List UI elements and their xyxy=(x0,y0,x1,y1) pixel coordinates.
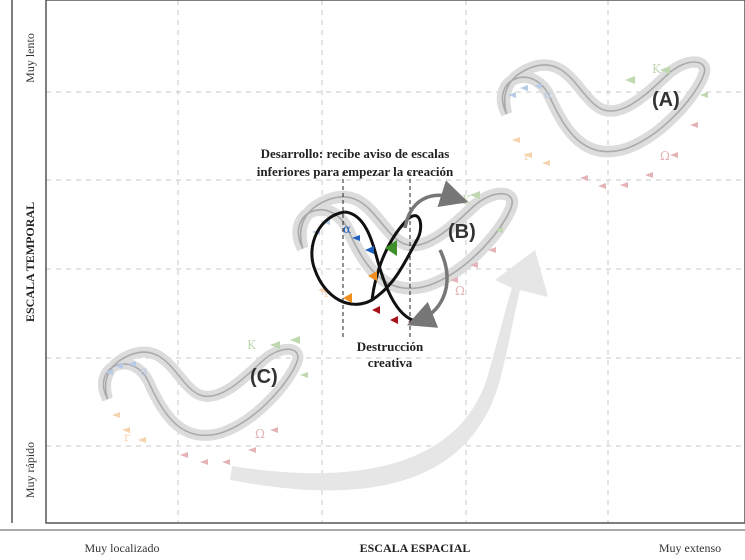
loop-c xyxy=(104,349,298,435)
development-label-line2: inferiores para empezar la creación xyxy=(257,164,454,179)
destruction-arrow xyxy=(407,249,449,328)
loop-c-label: (C) xyxy=(250,366,278,388)
loop-a-label: (A) xyxy=(652,89,680,111)
y-axis-top-label: Muy lento xyxy=(23,33,37,83)
loop-b-kappa-faded: K xyxy=(462,193,472,207)
loop-a-kappa: K xyxy=(652,62,662,76)
remember-arrow xyxy=(230,250,548,491)
loop-b-r-faded: r xyxy=(324,286,330,300)
destruction-label-line2: creativa xyxy=(368,355,413,370)
development-arrow xyxy=(403,180,469,229)
loop-a-omega: Ω xyxy=(660,149,670,163)
loop-b-label: (B) xyxy=(448,221,476,243)
loop-a-marks xyxy=(508,66,708,189)
loop-b-omega-faded: Ω xyxy=(455,284,465,298)
y-axis-bottom-label: Muy rápido xyxy=(23,442,37,498)
loop-c-kappa: K xyxy=(247,338,257,352)
plot-frame xyxy=(45,0,745,524)
loop-c-omega: Ω xyxy=(255,427,265,441)
destruction-label-line1: Destrucción xyxy=(357,339,424,354)
y-axis-title: ESCALA TEMPORAL xyxy=(23,202,37,322)
loop-c-r: r xyxy=(124,430,130,444)
loop-b-alpha: α xyxy=(343,222,351,236)
x-axis-left-label: Muy localizado xyxy=(85,541,160,555)
x-axis-title: ESCALA ESPACIAL xyxy=(360,541,471,555)
loop-a-r: r xyxy=(524,149,530,163)
development-label-line1: Desarrollo: recibe aviso de escalas xyxy=(261,146,450,161)
grid xyxy=(46,0,745,523)
loop-c-marks xyxy=(105,336,308,465)
loop-b-faded xyxy=(298,194,512,289)
x-axis-right-label: Muy extenso xyxy=(659,541,721,555)
loop-c-alpha: α xyxy=(140,364,148,378)
loop-a-alpha: α xyxy=(544,87,552,101)
loop-b-highlight xyxy=(310,210,423,324)
